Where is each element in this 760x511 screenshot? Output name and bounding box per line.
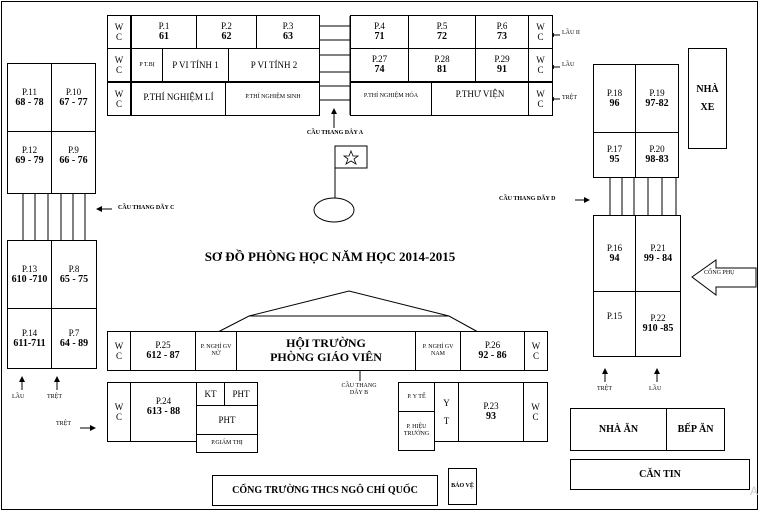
main-gate: CỔNG TRƯỜNG THCS NGÔ CHÍ QUỐC bbox=[232, 484, 418, 496]
flag-icon bbox=[313, 145, 368, 223]
room-principal: P. HIỆU TRƯỞNG bbox=[403, 424, 430, 437]
wc-top-right-2: W C bbox=[536, 54, 545, 75]
left-tret-label: TRỆT bbox=[47, 394, 62, 400]
wc-top-left-1: W C bbox=[114, 21, 124, 42]
room-lab-physics: P.THÍ NGHIỆM LÍ bbox=[143, 91, 214, 102]
stair-a-lines bbox=[318, 16, 351, 115]
wc-hall-left: W C bbox=[114, 340, 124, 361]
dining-hall: NHÀ ĂN bbox=[598, 423, 639, 435]
stair-d-lines bbox=[609, 177, 677, 216]
stair-c-label: CẦU THANG DÃY C bbox=[118, 205, 175, 211]
room-lab-chemistry: P.THÍ NGHIỆM HÓA bbox=[363, 92, 419, 99]
left-lau-label: LẦU bbox=[12, 394, 25, 400]
wc-p24: W C bbox=[114, 401, 124, 422]
floor-label-lau-ii: LẦU II bbox=[562, 30, 580, 36]
svg-text:A: A bbox=[750, 484, 758, 498]
room-pht-1: PHT bbox=[232, 388, 250, 399]
wc-hall-right: W C bbox=[531, 340, 541, 361]
room-p-tbi: P T.BỊ bbox=[139, 61, 155, 68]
stair-d-label: CẦU THANG DÃY D bbox=[499, 196, 556, 202]
room-lab-biology: P.THÍ NGHIỆM SINH bbox=[245, 93, 301, 100]
room-pht-2: PHT bbox=[218, 414, 236, 425]
room-medical: Y T bbox=[443, 398, 450, 426]
side-gate-arrow bbox=[691, 259, 757, 296]
stair-c-lines bbox=[22, 193, 86, 241]
page-title: SƠ ĐỒ PHÒNG HỌC NĂM HỌC 2014-2015 bbox=[204, 249, 456, 264]
wc-top-right-3: W C bbox=[536, 88, 545, 109]
stair-a-label: CẦU THANG DÂY A bbox=[306, 130, 364, 136]
wc-top-right-1: W C bbox=[536, 21, 545, 42]
room-p-ytv: P. Y TẾ bbox=[407, 393, 426, 400]
room-proctor: P.GIÁM THỊ bbox=[211, 440, 243, 447]
stair-b-label: CẦU THANG DÃY B bbox=[341, 383, 377, 396]
right-tret-label: TRỆT bbox=[597, 386, 612, 392]
wc-top-left-3: W C bbox=[114, 88, 124, 109]
room-p15: P.15 bbox=[606, 310, 623, 321]
floor-label-tret: TRỆT bbox=[562, 95, 577, 101]
room-vi-tinh-1: P VI TÍNH 1 bbox=[172, 59, 219, 70]
wc-p23: W C bbox=[531, 401, 540, 422]
left-tret-label-2: TRỆT bbox=[56, 421, 71, 427]
guard-house: BẢO VỆ bbox=[451, 483, 474, 490]
room-kt: KT bbox=[204, 388, 217, 399]
rest-room-female-teachers: P. NGHỈ GV NỮ bbox=[200, 344, 232, 357]
side-gate-label: CỔNG PHỤ bbox=[704, 270, 735, 276]
room-vi-tinh-2: P VI TÍNH 2 bbox=[250, 59, 298, 70]
floor-label-lau: LẦU bbox=[562, 62, 575, 68]
right-lau-label: LẦU bbox=[649, 386, 662, 392]
kitchen: BẾP ĂN bbox=[677, 423, 714, 435]
canteen: CĂN TIN bbox=[639, 468, 681, 480]
room-library: P.THƯ VIỆN bbox=[455, 88, 505, 99]
wc-top-left-2: W C bbox=[114, 54, 124, 75]
parking-lot: NHÀ XE bbox=[696, 83, 719, 113]
rest-room-male-teachers: P. NGHỈ GV NAM bbox=[422, 344, 454, 357]
